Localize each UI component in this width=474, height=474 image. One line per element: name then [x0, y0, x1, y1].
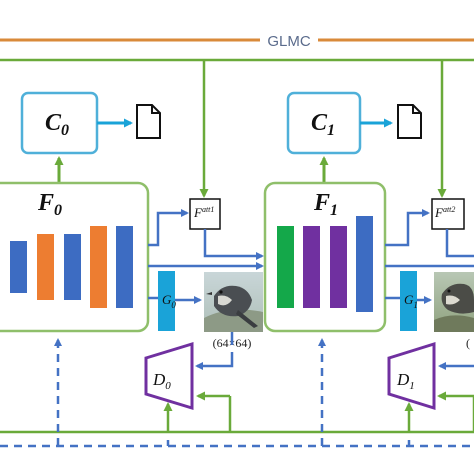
g0-label: G0: [162, 292, 176, 310]
image0-to-d0-arrow: [197, 332, 234, 366]
svg-text:D1: D1: [396, 370, 415, 392]
classifier-box-c1: C1: [286, 91, 362, 155]
f1-bar-4: [356, 216, 373, 312]
f0-bar-1: [10, 241, 27, 293]
attention-box-fatt2: Fatt2: [431, 198, 465, 230]
bird-image-1: [434, 272, 474, 332]
bottom-green-feed: [0, 391, 474, 434]
f0-bar-3: [64, 234, 81, 300]
f0-bar-5: [116, 226, 133, 308]
f1-label: F1: [313, 190, 338, 219]
c1-label: C1: [311, 110, 335, 139]
g1-label: G1: [404, 292, 418, 310]
f1-bar-3: [330, 226, 347, 308]
f0-label: F0: [37, 190, 62, 219]
f1-bar-2: [303, 226, 320, 308]
svg-text:Fatt1: Fatt1: [193, 205, 214, 220]
fatt1-to-f1-arrow: [203, 229, 264, 260]
feature-box-f1: F1: [263, 181, 387, 333]
dashed-lines: [0, 338, 474, 448]
svg-text:Fatt2: Fatt2: [434, 205, 455, 220]
generator-bar-g1: [400, 271, 417, 331]
discriminator-d0: D0: [144, 341, 194, 411]
document-icon: [397, 104, 422, 139]
discriminator-d1: D1: [387, 341, 436, 411]
f0-bar-2: [37, 234, 54, 300]
f1-bar-1: [277, 226, 294, 308]
f1-to-fatt2-arrow: [385, 209, 430, 247]
fatt2-out-line: [445, 229, 474, 258]
resolution-label-1: (: [466, 336, 470, 350]
c0-label: C0: [45, 110, 69, 139]
glmc-label: GLMC: [267, 33, 311, 50]
f0-bar-4: [90, 226, 107, 308]
classifier-box-c0: C0: [20, 91, 99, 155]
attention-box-fatt1: Fatt1: [189, 198, 221, 230]
feature-box-f0: F0: [0, 181, 150, 333]
svg-text:D0: D0: [152, 370, 171, 392]
document-icon: [136, 104, 161, 139]
top-green-feed: [0, 58, 474, 198]
generator-bar-g0: [158, 271, 175, 331]
f0-to-fatt1-arrow: [148, 209, 189, 247]
bird-image-0: [204, 272, 263, 332]
glmc-line: GLMC: [0, 33, 474, 50]
